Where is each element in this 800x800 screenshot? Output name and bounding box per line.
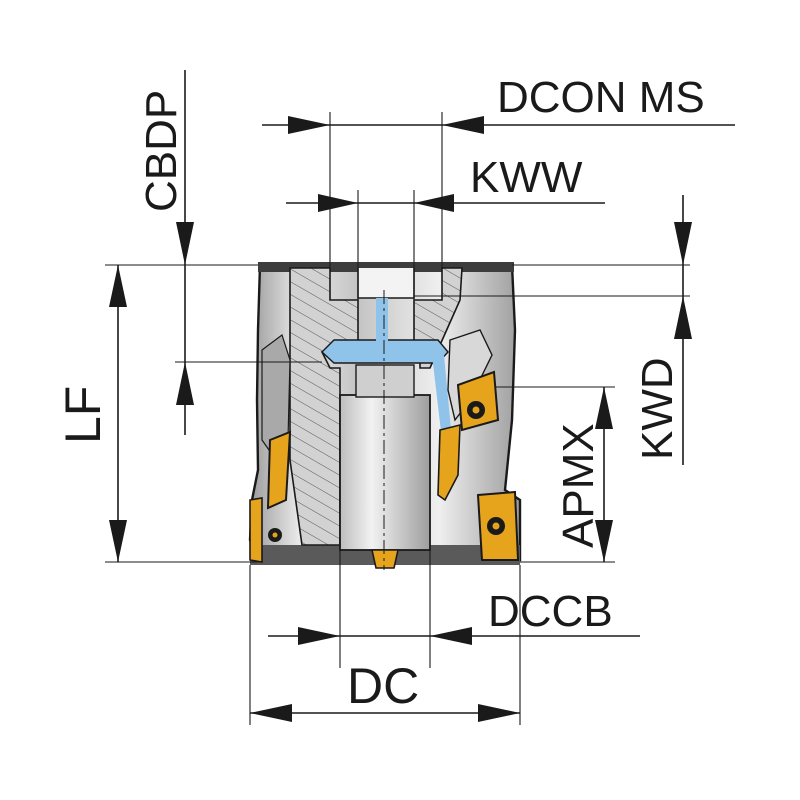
dcon-arrow-left (288, 116, 330, 134)
section-hatch-left (289, 267, 359, 546)
insert-left (249, 430, 292, 563)
center-bore (339, 394, 431, 551)
lf-arrow-top (109, 265, 127, 307)
dimension-labels: DCON MS KWW CBDP LF KWD APMX DCCB DC (55, 73, 705, 714)
kww-arrow-left (318, 194, 358, 212)
dimension-lines (105, 70, 735, 725)
insert-right-upper (437, 370, 500, 502)
lf-arrow-bottom (109, 520, 127, 562)
apmx-arrow-top (595, 387, 613, 429)
coolant-channel-diagonal (432, 355, 452, 440)
label-dc: DC (347, 658, 419, 714)
label-dccb: DCCB (488, 587, 613, 636)
insert-right-lower (476, 490, 520, 561)
label-kww: KWW (470, 153, 583, 202)
label-kwd: KWD (633, 357, 682, 460)
dccb-arrow-right (430, 627, 472, 645)
cbdp-arrow-top (176, 222, 194, 265)
label-lf: LF (55, 386, 111, 444)
label-cbdp: CBDP (137, 90, 186, 212)
bottom-insert-tip (371, 549, 399, 569)
cutter-body (248, 262, 522, 569)
dcon-arrow-right (442, 116, 484, 134)
kww-arrow-right (414, 194, 454, 212)
coolant-channel-vertical (376, 298, 388, 342)
apmx-arrow-bottom (595, 520, 613, 562)
dc-arrow-left (250, 704, 292, 722)
kwd-arrow-top (674, 222, 692, 265)
dccb-arrow-left (298, 627, 340, 645)
bore-neck (355, 364, 415, 398)
label-dcon-ms: DCON MS (497, 73, 705, 122)
label-apmx: APMX (554, 423, 603, 548)
coolant-channel-horizontal (320, 339, 449, 364)
kwd-arrow-bottom (674, 296, 692, 339)
cbdp-arrow-bottom (176, 362, 194, 405)
key-slot (357, 268, 415, 299)
dc-arrow-right (478, 704, 520, 722)
